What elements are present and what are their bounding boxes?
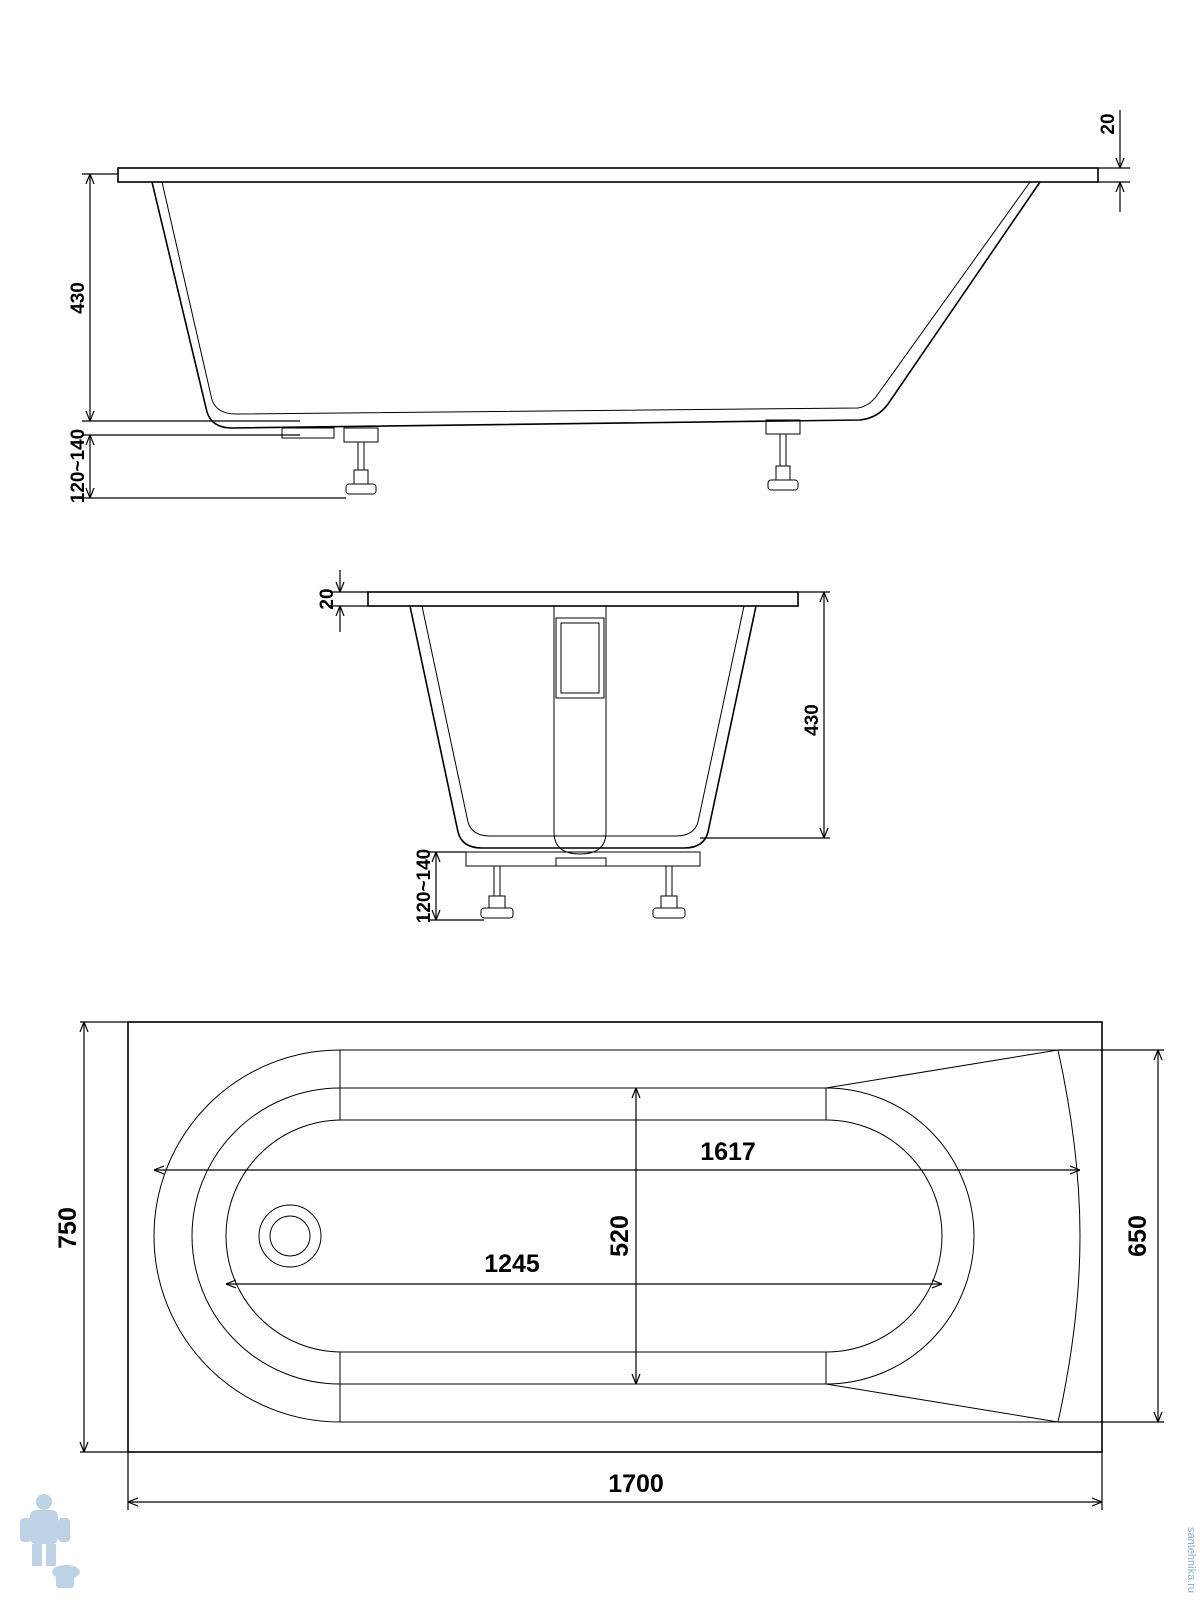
side-leg-2 bbox=[765, 419, 801, 491]
side-shell-outer bbox=[151, 181, 1041, 429]
plan-overall-width-label: 750 bbox=[54, 1207, 82, 1249]
end-rim bbox=[367, 591, 799, 607]
plan-head-width-label: 650 bbox=[1124, 1215, 1152, 1257]
side-rim bbox=[117, 167, 1099, 183]
plumber-mascot-icon bbox=[20, 1494, 80, 1588]
watermark-text: santehnika.ru bbox=[1185, 1527, 1197, 1593]
plan-bottom-length-label: 1245 bbox=[484, 1250, 540, 1278]
end-overflow-channel bbox=[553, 606, 607, 855]
end-rim-label: 20 bbox=[317, 588, 338, 609]
plan-outer-rect bbox=[127, 1021, 1103, 1453]
side-drain-box bbox=[281, 427, 335, 439]
end-depth-label: 430 bbox=[802, 704, 823, 736]
end-shell-inner bbox=[421, 605, 745, 837]
end-leg-2 bbox=[652, 866, 686, 919]
plan-bottom-oval bbox=[225, 1119, 943, 1353]
end-view: 20 430 120~140 bbox=[317, 570, 830, 923]
end-shell-outer bbox=[409, 605, 757, 849]
side-depth-label: 430 bbox=[68, 282, 89, 314]
plan-overall-length-label: 1700 bbox=[608, 1470, 664, 1498]
end-leg-1 bbox=[480, 866, 514, 919]
side-view: 430 120~140 20 bbox=[68, 110, 1130, 503]
end-overflow-plate bbox=[555, 617, 605, 699]
end-leg-label: 120~140 bbox=[414, 849, 435, 924]
side-leg-1 bbox=[343, 427, 379, 495]
plan-rim-contour bbox=[153, 1049, 1081, 1423]
plan-drain-inner bbox=[269, 1215, 311, 1257]
side-rim-label: 20 bbox=[1098, 113, 1119, 134]
side-leg-label: 120~140 bbox=[68, 429, 89, 504]
plan-inner-width-label: 520 bbox=[606, 1215, 634, 1257]
plan-inner-length-label: 1617 bbox=[700, 1138, 756, 1166]
watermark: santehnika.ru bbox=[20, 1494, 1197, 1593]
plan-view: 1617 1245 520 750 650 1700 bbox=[54, 1021, 1164, 1510]
plan-drain-outer bbox=[258, 1204, 322, 1268]
side-shell-inner bbox=[161, 181, 1031, 415]
